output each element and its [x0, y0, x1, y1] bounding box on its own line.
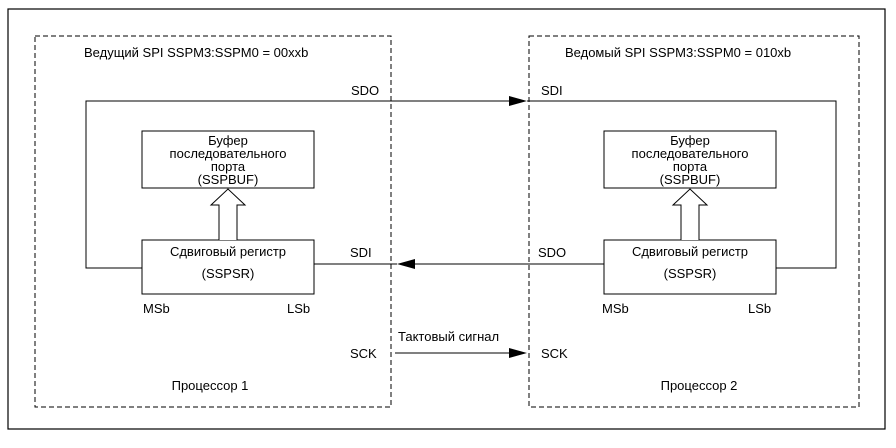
- slave-sdi-label: SDI: [541, 83, 563, 98]
- slave-title: Ведомый SPI SSPM3:SSPM0 = 010xb: [565, 45, 791, 60]
- master-msb-label: MSb: [143, 301, 170, 316]
- master-sdo-label: SDO: [351, 83, 379, 98]
- processor-1-region: [34, 35, 392, 408]
- processor-1-label: Процессор 1: [172, 378, 249, 393]
- slave-buffer-line-4: (SSPBUF): [660, 172, 721, 187]
- master-shift-line-1: Сдвиговый регистр: [170, 244, 286, 259]
- sdo-to-sdi-arrowhead: [509, 96, 527, 106]
- master-shift-register-box: [141, 239, 315, 295]
- slave-sdo-label: SDO: [538, 245, 566, 260]
- slave-buffer-box: [603, 130, 777, 189]
- master-shift-line-2: (SSPSR): [202, 266, 255, 281]
- slave-buffer-line-2: последовательного: [632, 146, 749, 161]
- slave-sck-label: SCK: [541, 346, 568, 361]
- master-title: Ведущий SPI SSPM3:SSPM0 = 00xxb: [84, 45, 308, 60]
- clock-signal-label: Тактовый сигнал: [398, 329, 499, 344]
- slave-sdi-line: [527, 100, 837, 269]
- master-sdi-label: SDI: [350, 245, 372, 260]
- slave-buffer-line-3: порта: [673, 159, 708, 174]
- slave-transfer-arrow: [671, 188, 709, 240]
- master-transfer-arrow: [209, 188, 247, 240]
- sck-arrowhead: [509, 348, 527, 358]
- slave-lsb-label: LSb: [748, 301, 771, 316]
- slave-shift-line-1: Сдвиговый регистр: [632, 244, 748, 259]
- master-buffer-line-4: (SSPBUF): [198, 172, 259, 187]
- master-buffer-line-1: Буфер: [208, 133, 248, 148]
- slave-msb-label: MSb: [602, 301, 629, 316]
- master-buffer-line-2: последовательного: [170, 146, 287, 161]
- master-sdo-line: [85, 100, 510, 269]
- slave-shift-register-box: [603, 239, 777, 295]
- master-lsb-label: LSb: [287, 301, 310, 316]
- master-buffer-line-3: порта: [211, 159, 246, 174]
- processor-2-label: Процессор 2: [661, 378, 738, 393]
- processor-2-region: [528, 35, 860, 408]
- slave-shift-line-2: (SSPSR): [664, 266, 717, 281]
- sdo-to-sdi-return-arrowhead: [397, 259, 415, 269]
- outer-border: [7, 8, 886, 430]
- master-buffer-box: [141, 130, 315, 189]
- master-sck-label: SCK: [350, 346, 377, 361]
- slave-buffer-line-1: Буфер: [670, 133, 710, 148]
